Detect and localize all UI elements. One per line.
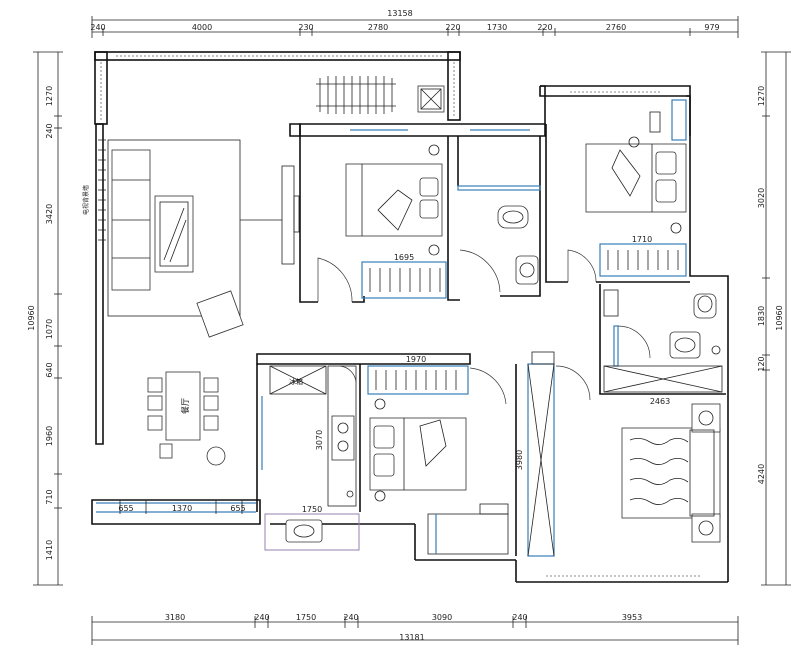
bottom-dim-4: 240: [343, 613, 358, 622]
wardrobe-height: 3980: [515, 450, 524, 470]
bottom-dim-3: 1750: [296, 613, 316, 622]
right-dimension-lines: [761, 51, 791, 586]
wardrobe-tall: [469, 351, 591, 557]
bottom-dim-1: 3180: [165, 613, 185, 622]
right-dim-2: 3020: [757, 188, 766, 208]
right-dim-4: 120: [757, 356, 766, 371]
wardrobe-2: [599, 243, 687, 277]
top-dim-7: 220: [537, 23, 552, 32]
living-room: [107, 139, 300, 338]
bedroom-2-width: 1710: [632, 235, 652, 244]
right-dim-5: 4240: [757, 464, 766, 484]
tv-wall-texture: [98, 139, 106, 241]
top-dim-8: 2760: [606, 23, 626, 32]
right-dim-1: 1270: [757, 86, 766, 106]
left-dimension-lines: [33, 51, 63, 586]
bathroom-2-width: 2463: [650, 397, 670, 406]
dining-area: [147, 371, 226, 466]
bedroom-4: [359, 364, 509, 555]
top-dim-6: 1730: [487, 23, 507, 32]
bedroom-1-width: 1695: [394, 253, 414, 262]
bay-left-dim: 655: [118, 504, 133, 513]
right-dim-3: 1830: [757, 306, 766, 326]
left-total-dim: 10960: [27, 305, 36, 330]
top-dim-3: 230: [298, 23, 313, 32]
top-dim-5: 220: [445, 23, 460, 32]
bottom-dim-6: 240: [512, 613, 527, 622]
balcony-width: 1750: [302, 505, 322, 514]
top-dim-9: 979: [704, 23, 719, 32]
left-dim-8: 1410: [45, 540, 54, 560]
top-dim-1: 240: [90, 23, 105, 32]
bay-center-dim: 1370: [172, 504, 192, 513]
top-balcony: [94, 51, 461, 125]
left-dim-6: 1960: [45, 426, 54, 446]
bathroom-1: [457, 129, 541, 297]
left-dim-7: 710: [45, 489, 54, 504]
drying-rack: [316, 76, 396, 114]
bottom-dim-5: 3090: [432, 613, 452, 622]
bottom-dim-2: 240: [254, 613, 269, 622]
service-balcony: [264, 513, 360, 551]
right-total-dim: 10960: [775, 305, 784, 330]
washing-machine-icon: [417, 85, 445, 113]
top-total-dim: 13158: [387, 9, 412, 18]
left-dim-1: 1270: [45, 86, 54, 106]
kitchen: [256, 364, 357, 512]
bedroom-2: [545, 91, 690, 283]
left-dim-4: 1070: [45, 319, 54, 339]
bottom-dim-7: 3953: [622, 613, 642, 622]
wardrobe-1: [361, 261, 447, 299]
dining-label: 餐厅: [181, 398, 190, 414]
bottom-dimension-lines: [91, 616, 739, 645]
wardrobe-3-width: 1970: [406, 355, 426, 364]
left-dim-5: 640: [45, 362, 54, 377]
top-dim-2: 4000: [192, 23, 212, 32]
bedroom-1: [299, 136, 460, 303]
left-dim-2: 240: [45, 123, 54, 138]
fridge-label: 冰箱: [289, 377, 303, 386]
left-dim-3: 3420: [45, 204, 54, 224]
exterior-walls: [91, 85, 729, 583]
bay-right-dim: 655: [230, 504, 245, 513]
tv-wall-label: 电视背景墙: [82, 185, 90, 215]
top-dim-4: 2780: [368, 23, 388, 32]
kitchen-height: 3070: [315, 430, 324, 450]
bedroom-3: [546, 403, 721, 577]
wardrobe-3: [367, 365, 469, 395]
bathroom-2: [599, 284, 726, 395]
top-dimension-lines: [91, 16, 739, 38]
bottom-total-dim: 13181: [399, 633, 424, 642]
bay-window: [96, 500, 256, 514]
